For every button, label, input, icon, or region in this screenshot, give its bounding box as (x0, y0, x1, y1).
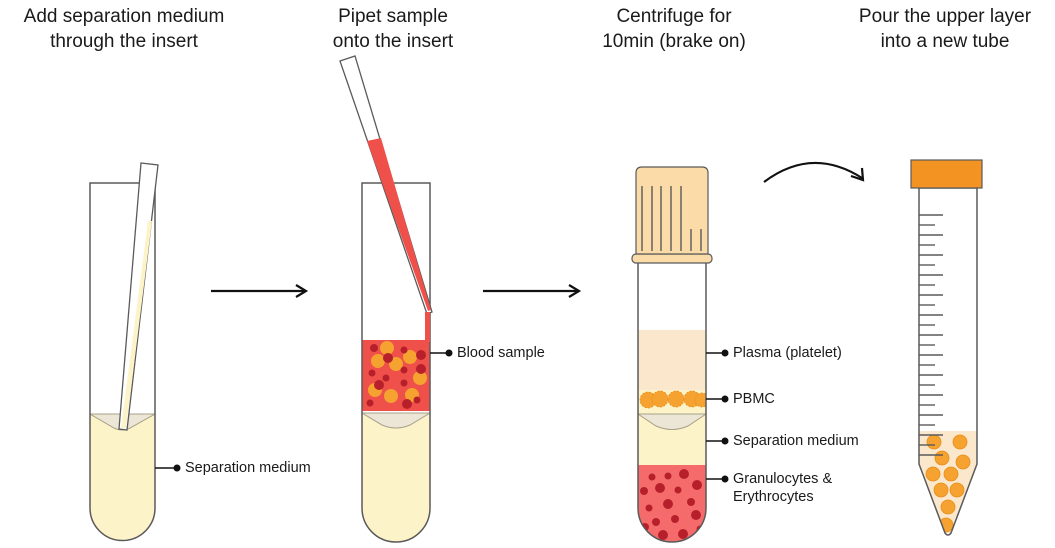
tube-4 (910, 159, 983, 536)
step-2-title: Pipet sample onto the insert (263, 4, 523, 54)
erythrocytes (640, 469, 704, 540)
leader-separation-1 (155, 464, 181, 472)
step-3-title: Centrifuge for 10min (brake on) (544, 4, 804, 54)
tube-3-outline (637, 257, 707, 543)
step-4-title-line2: into a new tube (880, 31, 1010, 52)
pipette-2-liquid (367, 138, 431, 311)
label-separation-medium-3: Separation medium (733, 433, 859, 449)
step-1-title: Add separation medium through the insert (0, 4, 254, 54)
step-3-title-line2: 10min (brake on) (602, 31, 746, 52)
pbmc-layer (639, 390, 706, 409)
label-plasma: Plasma (platelet) (733, 345, 842, 361)
leader-pbmc (706, 395, 729, 403)
label-granulocytes-line2: Erythrocytes (733, 489, 814, 505)
plasma-layer (638, 330, 706, 390)
step-3-title-line1: Centrifuge for (616, 6, 732, 27)
step-4-title: Pour the upper layer into a new tube (815, 4, 1055, 54)
separation-medium-layer (90, 414, 155, 541)
leader-plasma (706, 349, 729, 357)
label-pbmc: PBMC (733, 391, 775, 407)
insert (638, 413, 706, 430)
step-1-title-line1: Add separation medium (23, 6, 225, 27)
step-1-title-line2: through the insert (50, 31, 198, 52)
tube-2-outline (361, 182, 431, 543)
tube-4-outline (918, 187, 978, 536)
leader-separation-3 (706, 437, 729, 445)
blood-stream (425, 312, 430, 342)
separation-medium-layer (362, 413, 430, 542)
label-separation-medium-1: Separation medium (185, 460, 311, 476)
cap-ridges (641, 186, 702, 251)
label-granulocytes-line1: Granulocytes & (733, 471, 833, 487)
graduation-marks (919, 214, 943, 456)
right-arrow-icon (211, 284, 309, 298)
leader-granulocytes (706, 475, 729, 483)
step-4-title-line1: Pour the upper layer (858, 6, 1032, 27)
tube-2 (339, 55, 433, 543)
step-2-title-line1: Pipet sample (338, 6, 448, 27)
orange-cap (910, 159, 983, 189)
pbmc-cells (925, 434, 971, 533)
tube-3 (631, 166, 713, 543)
label-blood-sample: Blood sample (457, 345, 545, 361)
insert (362, 412, 430, 429)
cap (635, 166, 709, 255)
pipette-1-liquid (121, 221, 152, 428)
blood-cells (366, 341, 427, 409)
tube-1 (89, 162, 159, 542)
cap-rim (631, 253, 713, 264)
step-2-title-line2: onto the insert (332, 31, 454, 52)
label-granulocytes-erythrocytes: Granulocytes & Erythrocytes (733, 470, 832, 506)
tube-1-outline (89, 182, 156, 542)
curved-arrow-icon (763, 161, 865, 183)
leader-blood-sample (430, 349, 453, 357)
right-arrow-icon (483, 284, 582, 298)
